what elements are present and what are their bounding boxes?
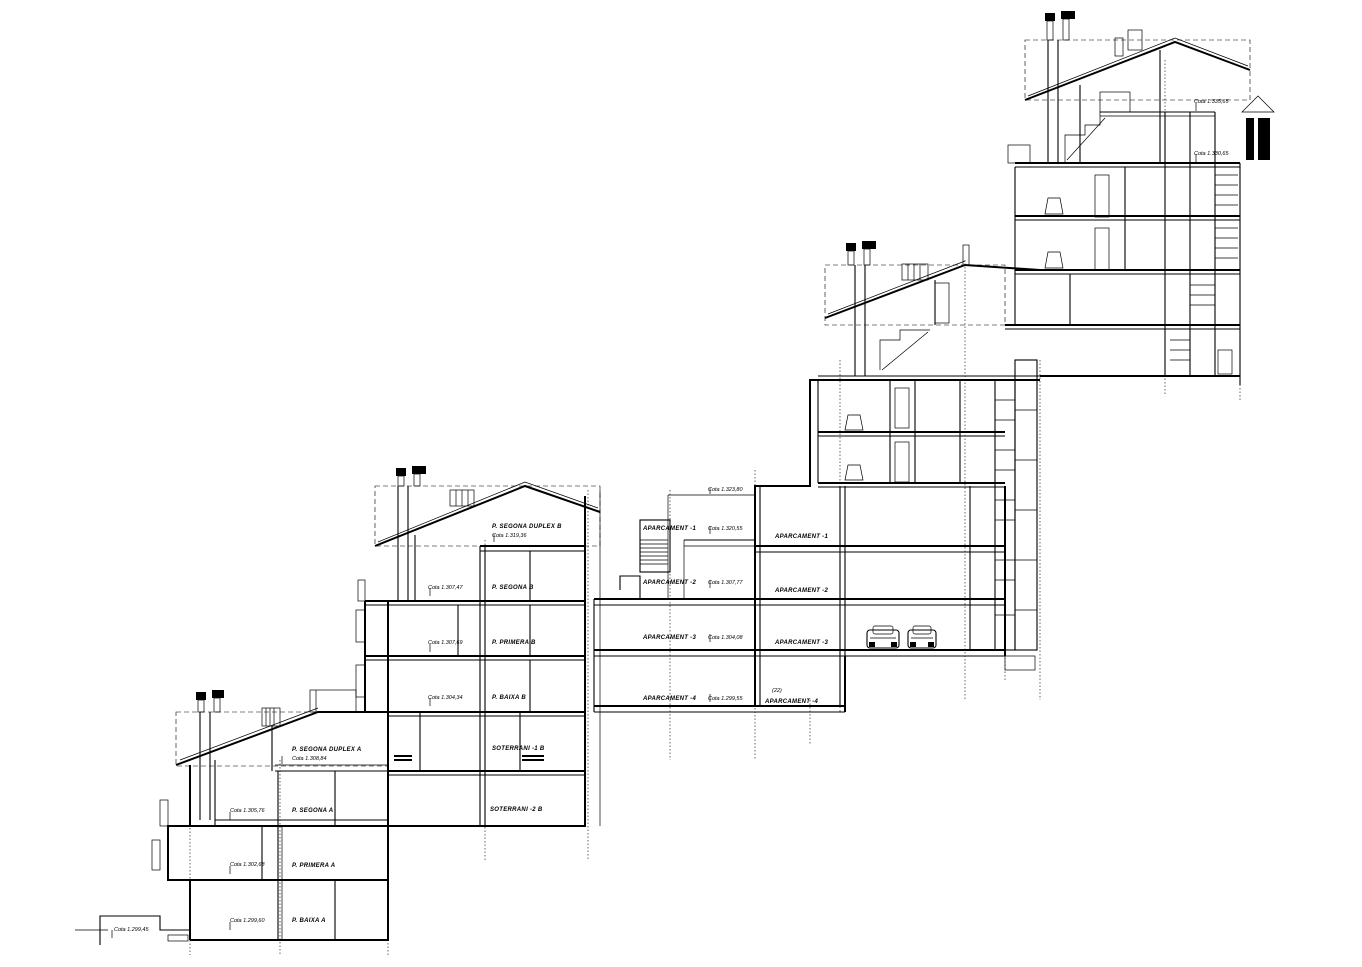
cota-segona-b: Cota 1.307,47 bbox=[428, 585, 463, 591]
label-segona-a: P. SEGONA A bbox=[292, 808, 333, 814]
cota-street: Cota 1.299,45 bbox=[114, 927, 149, 933]
cota-parking-top: Cota 1.323,80 bbox=[708, 487, 743, 493]
cota-block-d-top: Cota 1.335,65 bbox=[1194, 99, 1229, 105]
label-ap3-left: APARCAMENT -3 bbox=[642, 635, 696, 641]
label-ap4-right: APARCAMENT -4 bbox=[764, 699, 818, 705]
label-segona-b: P. SEGONA B bbox=[492, 585, 534, 591]
stair-c bbox=[995, 399, 1037, 616]
label-ap2-right: APARCAMENT -2 bbox=[774, 588, 828, 594]
label-baixa-b: P. BAIXA B bbox=[492, 695, 526, 701]
cota-primera-a: Cota 1.302,68 bbox=[230, 862, 265, 868]
label-places: (22) bbox=[772, 688, 782, 694]
block-b: P. SEGONA DUPLEX B Cota 1.319,36 P. SEGO… bbox=[355, 466, 601, 827]
label-ap4-left: APARCAMENT -4 bbox=[642, 696, 696, 702]
cota-ap4: Cota 1.299,55 bbox=[708, 696, 743, 702]
cota-baixa-b: Cota 1.304,34 bbox=[428, 695, 463, 701]
car-2 bbox=[907, 625, 937, 649]
car-1 bbox=[866, 625, 900, 649]
label-segona-duplex-a: P. SEGONA DUPLEX A bbox=[292, 747, 362, 753]
label-ap2-left: APARCAMENT -2 bbox=[642, 580, 696, 586]
cota-ap2: Cota 1.307,77 bbox=[708, 580, 743, 586]
label-ap1-left: APARCAMENT -1 bbox=[642, 526, 696, 532]
parking: Cota 1.323,80 APARCAMENT -1 Cota 1.320,5… bbox=[593, 470, 1006, 713]
ramp-lines bbox=[640, 539, 668, 565]
cota-block-d-second: Cota 1.330,65 bbox=[1194, 151, 1229, 157]
label-primera-a: P. PRIMERA A bbox=[292, 863, 335, 869]
stair-d bbox=[1170, 174, 1238, 361]
label-segona-duplex-b: P. SEGONA DUPLEX B bbox=[492, 524, 562, 530]
cota-ap1: Cota 1.320,55 bbox=[708, 526, 743, 532]
label-primera-b: P. PRIMERA B bbox=[492, 640, 536, 646]
label-soterrani-2-b: SOTERRANI -2 B bbox=[490, 807, 543, 813]
block-a: P. SEGONA DUPLEX A Cota 1.308,84 P. SEGO… bbox=[75, 689, 389, 945]
cota-segona-duplex-a: Cota 1.308,84 bbox=[292, 756, 327, 762]
cota-ap3: Cota 1.304,08 bbox=[708, 635, 743, 641]
cota-baixa-a: Cota 1.299,60 bbox=[230, 918, 265, 924]
cota-primera-b: Cota 1.307,69 bbox=[428, 640, 463, 646]
cota-segona-a: Cota 1.305,76 bbox=[230, 808, 265, 814]
label-ap1-right: APARCAMENT -1 bbox=[774, 534, 828, 540]
cota-segona-duplex-b: Cota 1.319,36 bbox=[492, 533, 527, 539]
structural-axes bbox=[189, 60, 1241, 955]
label-ap3-right: APARCAMENT -3 bbox=[774, 640, 828, 646]
label-baixa-a: P. BAIXA A bbox=[292, 918, 326, 924]
block-d: Cota 1.335,65 Cota 1.330,65 bbox=[1005, 11, 1275, 385]
label-soterrani-1-b: SOTERRANI -1 B bbox=[492, 746, 545, 752]
